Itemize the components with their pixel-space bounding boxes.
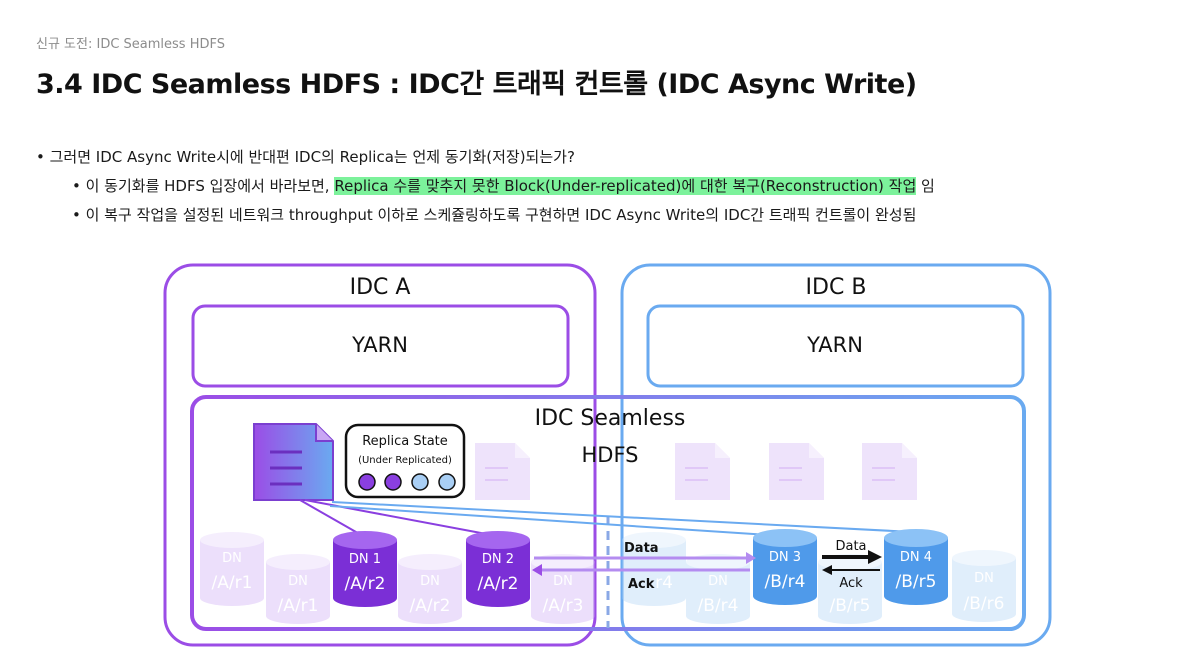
svg-text:/A/r3: /A/r3 — [543, 596, 584, 616]
bullet-2: • 이 동기화를 HDFS 입장에서 바라보면, Replica 수를 맞추지 … — [72, 175, 935, 197]
idc-b-yarn-box — [646, 304, 1025, 388]
data-label-cross: Data — [624, 541, 659, 556]
hdfs-label-line1: IDC Seamless — [535, 406, 686, 431]
file-icon — [253, 423, 334, 501]
svg-text:DN 3: DN 3 — [769, 550, 801, 565]
svg-text:/A/r2: /A/r2 — [478, 574, 519, 594]
svg-text:DN: DN — [708, 574, 728, 589]
datanode-b-r6-back: DN /B/r6 — [952, 550, 1016, 622]
replication-lines — [299, 499, 914, 537]
page-title: 3.4 IDC Seamless HDFS : IDC간 트래픽 컨트롤 (ID… — [36, 69, 917, 100]
replica-state-subtitle: (Under Replicated) — [358, 455, 452, 466]
datanode-3: DN 3 /B/r4 — [753, 529, 817, 605]
idc-a-yarn-label: YARN — [351, 333, 408, 357]
replica-dot-pending — [438, 473, 456, 491]
datanode-a-r1-back: DN /A/r1 — [266, 554, 330, 624]
idc-a-label: IDC A — [350, 275, 411, 300]
svg-text:r4: r4 — [655, 573, 673, 593]
cross-idc-transfer: Data Ack — [532, 541, 756, 592]
ack-label-b: Ack — [839, 576, 863, 591]
hdfs-frame — [190, 395, 1026, 631]
bullet-2-post: 임 — [916, 177, 935, 195]
replica-dot-filled — [384, 473, 402, 491]
idc-b-label: IDC B — [806, 275, 867, 300]
idc-b-frame — [620, 263, 1052, 647]
replica-state-title: Replica State — [362, 434, 448, 449]
svg-text:DN: DN — [974, 571, 994, 586]
svg-text:DN: DN — [288, 574, 308, 589]
svg-text:/B/r6: /B/r6 — [964, 594, 1005, 614]
svg-text:DN: DN — [553, 574, 573, 589]
bullet-2-highlight: Replica 수를 맞추지 못한 Block(Under-replicated… — [334, 177, 917, 195]
datanode-a-r3-back: DN /A/r3 — [531, 554, 595, 624]
idc-a-yarn-box — [191, 304, 570, 388]
svg-text:/B/r4: /B/r4 — [698, 596, 739, 616]
file-icon-faint-1 — [475, 443, 530, 500]
bullet-1: • 그러면 IDC Async Write시에 반대편 IDC의 Replica… — [36, 148, 575, 166]
svg-text:/B/r5: /B/r5 — [896, 572, 937, 592]
bullet-3: • 이 복구 작업을 설정된 네트워크 throughput 이하로 스케쥴링하… — [72, 206, 917, 224]
file-icon-faint-4 — [862, 443, 917, 500]
svg-text:DN 4: DN 4 — [900, 550, 932, 565]
datanode-b-r4-back: DN /B/r4 — [686, 554, 750, 624]
replica-dot-filled — [358, 473, 376, 491]
replica-state-box: Replica State (Under Replicated) — [344, 423, 466, 499]
file-icon-faint-2 — [675, 443, 730, 500]
svg-text:/A/r2: /A/r2 — [345, 574, 386, 594]
svg-text:/A/r1: /A/r1 — [278, 596, 319, 616]
ack-label-cross: Ack — [628, 577, 655, 592]
svg-text:/B/r4: /B/r4 — [765, 572, 806, 592]
data-label-b: Data — [835, 539, 866, 554]
breadcrumb: 신규 도전: IDC Seamless HDFS — [36, 37, 225, 52]
svg-text:DN: DN — [222, 551, 242, 566]
datanode-2: DN 2 /A/r2 — [466, 531, 530, 607]
file-icon-faint-3 — [769, 443, 824, 500]
in-idc-transfer: Data Ack — [822, 539, 882, 591]
idc-a-frame — [163, 263, 597, 647]
svg-text:DN 1: DN 1 — [349, 552, 381, 567]
hdfs-label-line2: HDFS — [581, 443, 638, 467]
svg-text:/B/r5: /B/r5 — [830, 596, 871, 616]
svg-text:/A/r2: /A/r2 — [410, 596, 451, 616]
svg-text:/A/r1: /A/r1 — [212, 573, 253, 593]
idc-b-yarn-label: YARN — [806, 333, 863, 357]
replica-dot-pending — [411, 473, 429, 491]
datanode-b-r5-back: /B/r5 — [818, 554, 882, 624]
datanode-a-r1: DN /A/r1 — [200, 532, 264, 606]
datanode-a-r2-back: DN /A/r2 — [398, 554, 462, 624]
datanode-4: DN 4 /B/r5 — [884, 529, 948, 605]
svg-text:DN: DN — [420, 574, 440, 589]
svg-text:DN 2: DN 2 — [482, 552, 514, 567]
datanode-1: DN 1 /A/r2 — [333, 531, 397, 607]
bullet-2-pre: • 이 동기화를 HDFS 입장에서 바라보면, — [72, 177, 335, 195]
